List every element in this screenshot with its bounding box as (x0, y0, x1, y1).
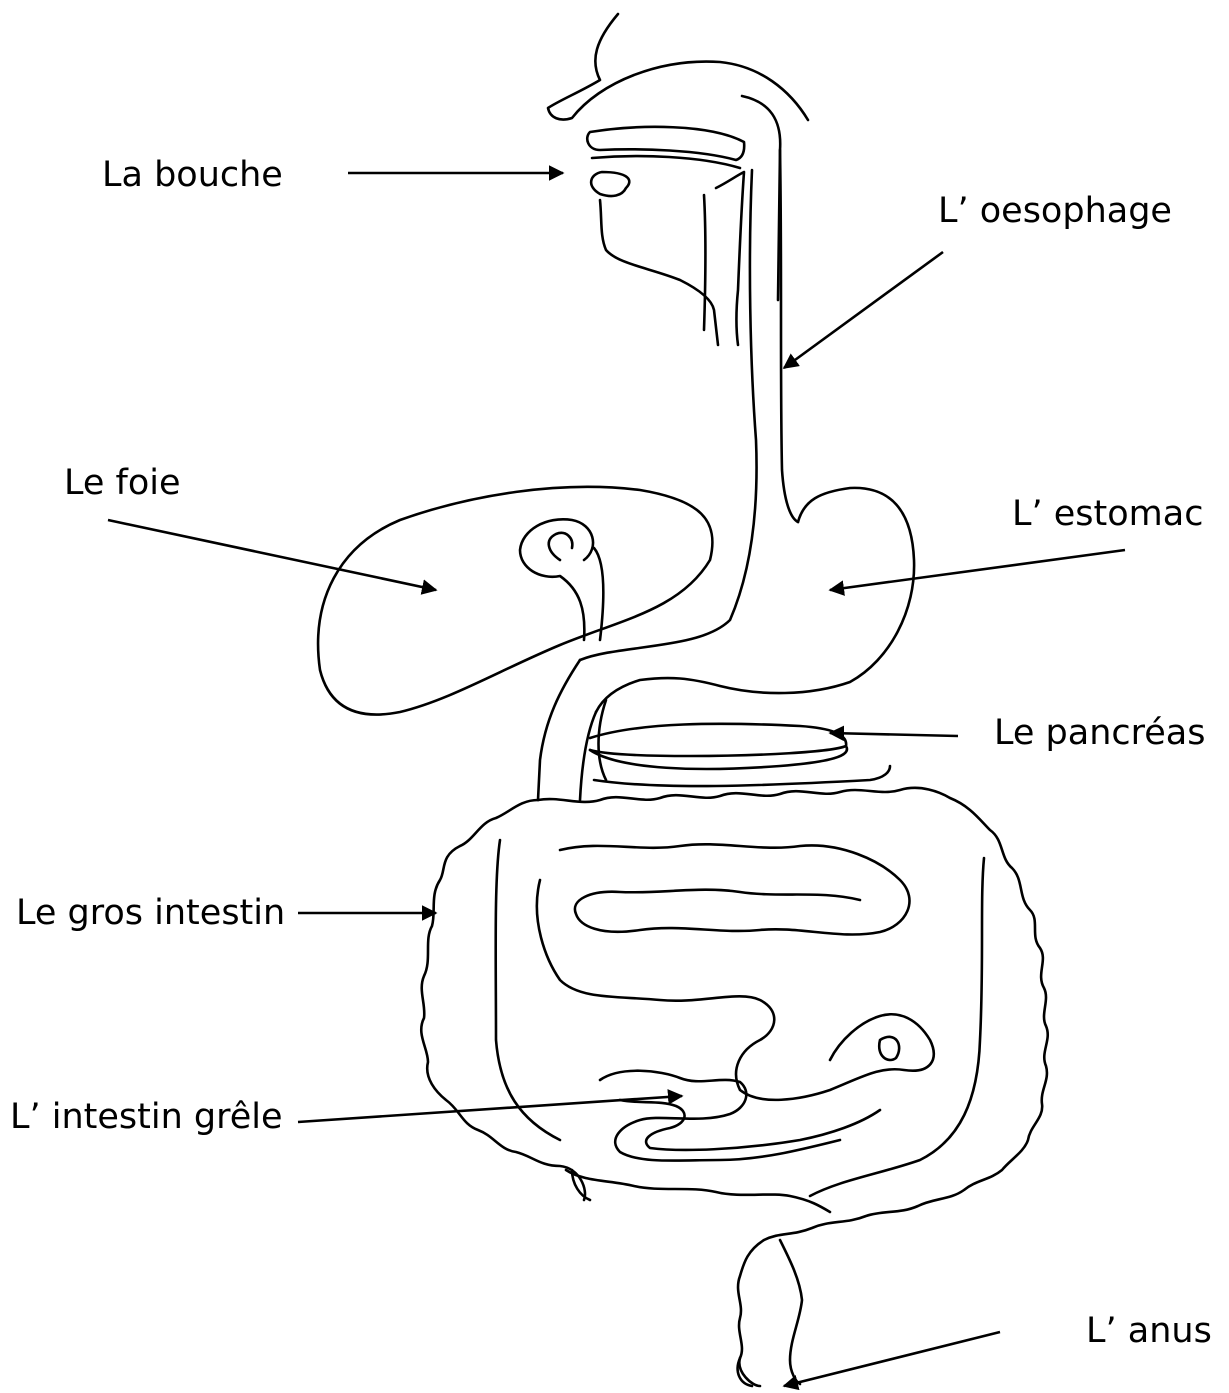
stomach-pointer (830, 550, 1125, 590)
mouth-cavity (587, 127, 744, 345)
label-large-intestine: Le gros intestin (16, 896, 285, 931)
rectum (572, 1170, 752, 1386)
label-pancreas: Le pancréas (994, 716, 1205, 751)
esophagus-pointer (784, 252, 943, 368)
label-mouth: La bouche (102, 158, 283, 193)
small-intestine-pointer (298, 1096, 682, 1122)
liver-pointer (108, 520, 436, 590)
small-intestine (537, 844, 934, 1160)
large-intestine (421, 788, 1047, 1386)
label-esophagus: L’ oesophage (938, 194, 1172, 229)
liver (318, 487, 712, 715)
label-stomach: L’ estomac (1012, 497, 1203, 532)
label-anus: L’ anus (1086, 1314, 1212, 1349)
pancreas-pointer (830, 733, 958, 736)
label-liver: Le foie (64, 466, 181, 501)
anus-pointer (784, 1332, 1000, 1386)
label-small-intestine: L’ intestin grêle (10, 1100, 283, 1135)
gallbladder (520, 519, 603, 640)
pancreas (590, 700, 890, 786)
